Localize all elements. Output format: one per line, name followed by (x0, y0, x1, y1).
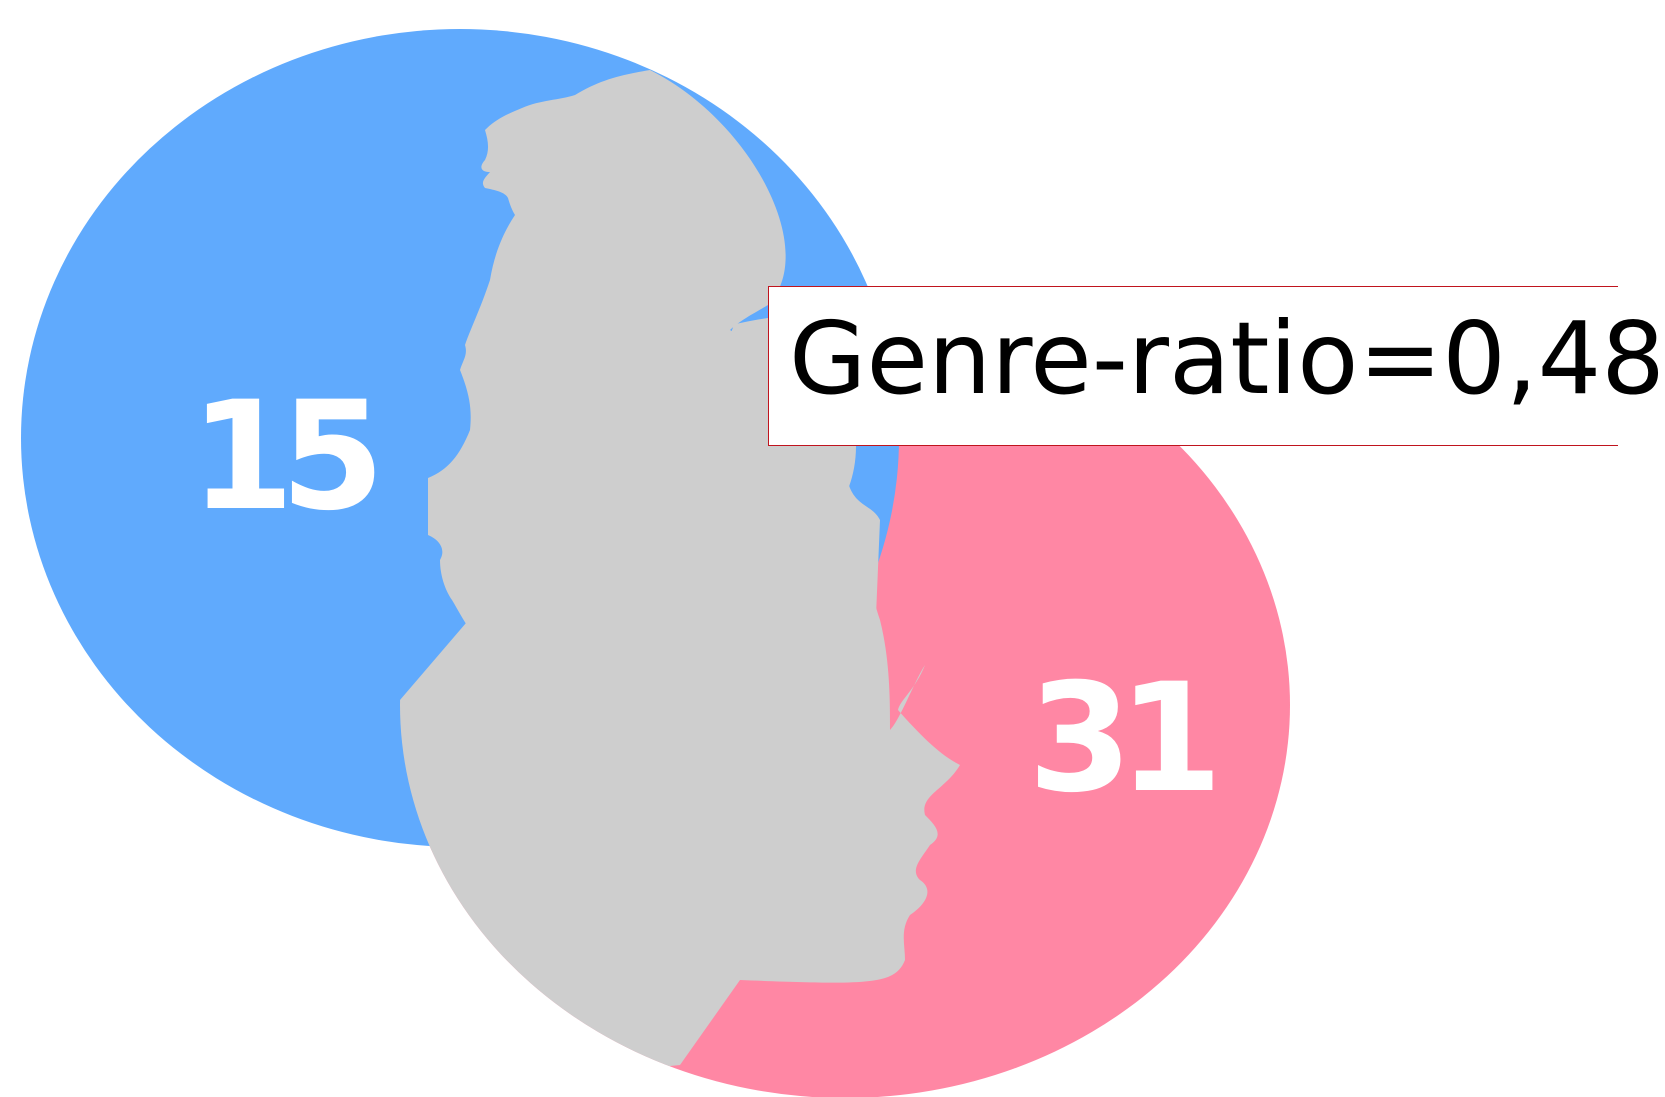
gender-ratio-graphic: 15 31 (21, 29, 1290, 1097)
gender-ratio-label: Genre-ratio=0,48 (789, 300, 1665, 417)
female-count-label: 31 (1028, 652, 1213, 826)
male-count-label: 15 (190, 370, 374, 544)
gender-ratio-box: Genre-ratio=0,48 (768, 286, 1665, 446)
male-head-silhouette-icon (428, 70, 880, 805)
